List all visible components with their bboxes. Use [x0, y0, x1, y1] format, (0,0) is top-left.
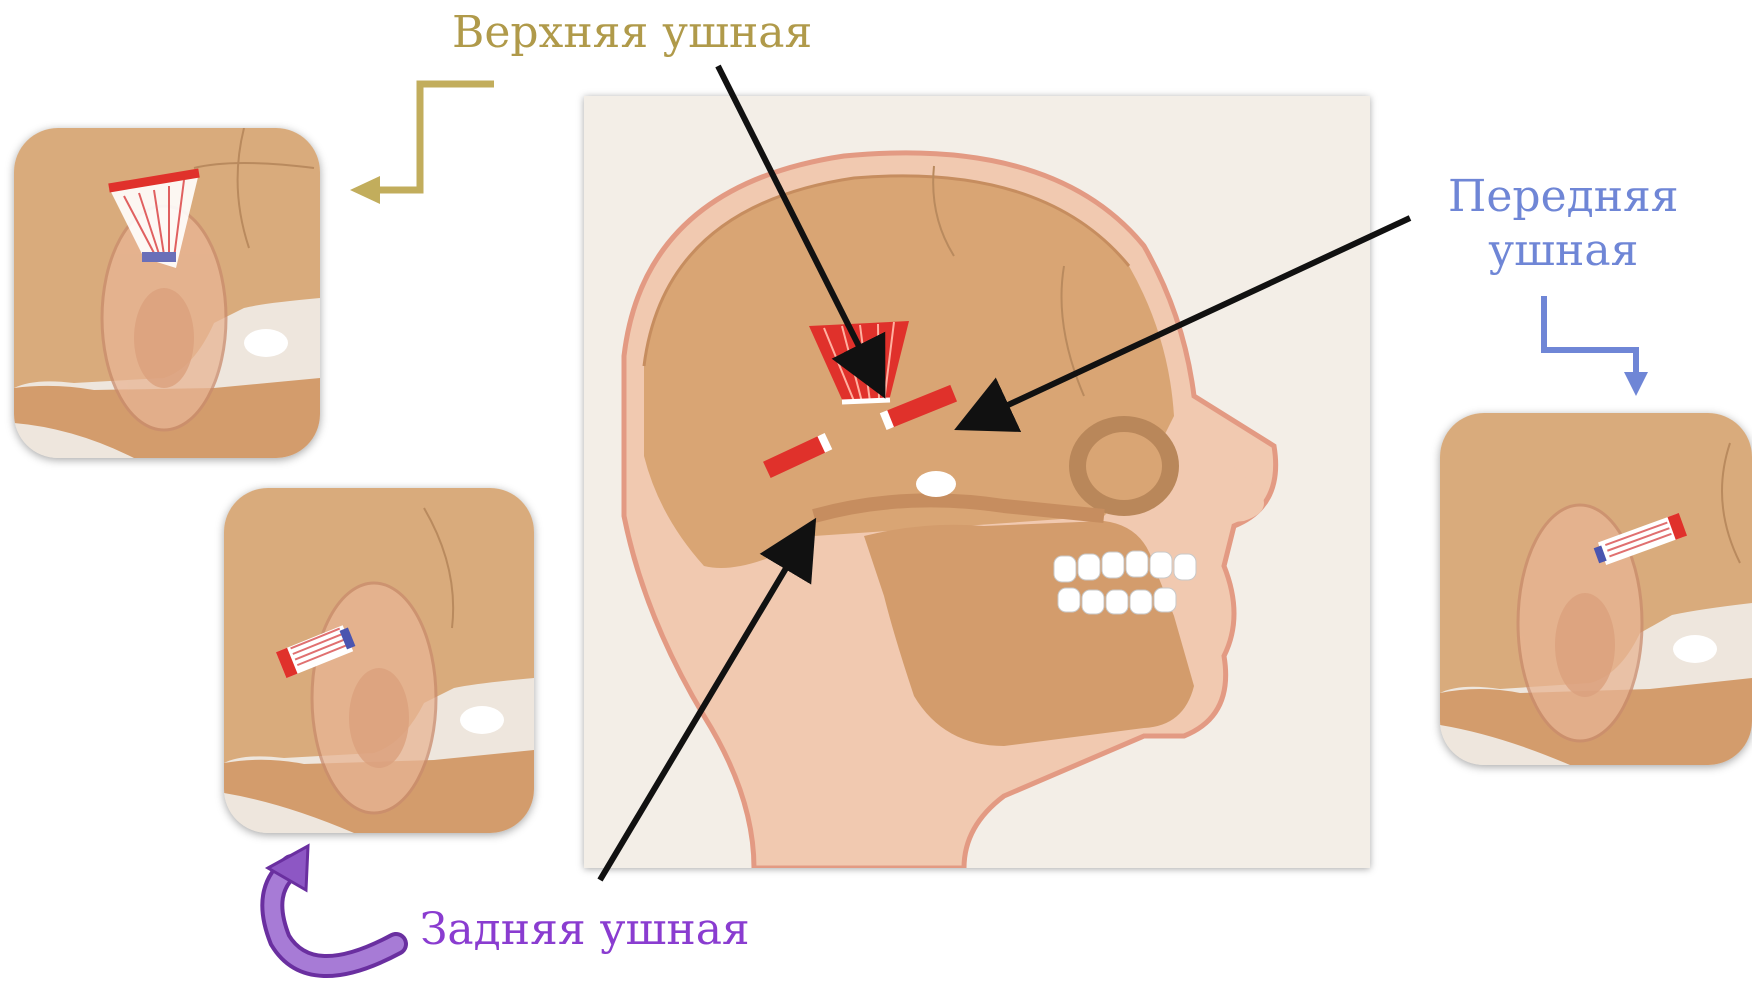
pointer-anterior-arrow — [965, 218, 1410, 425]
purple-curved-arrow — [268, 846, 396, 966]
pointer-superior-arrow — [718, 66, 880, 388]
pointer-posterior-arrow — [600, 528, 810, 880]
blue-bracket-arrow — [1544, 296, 1648, 396]
gold-bracket-arrow — [350, 84, 494, 204]
